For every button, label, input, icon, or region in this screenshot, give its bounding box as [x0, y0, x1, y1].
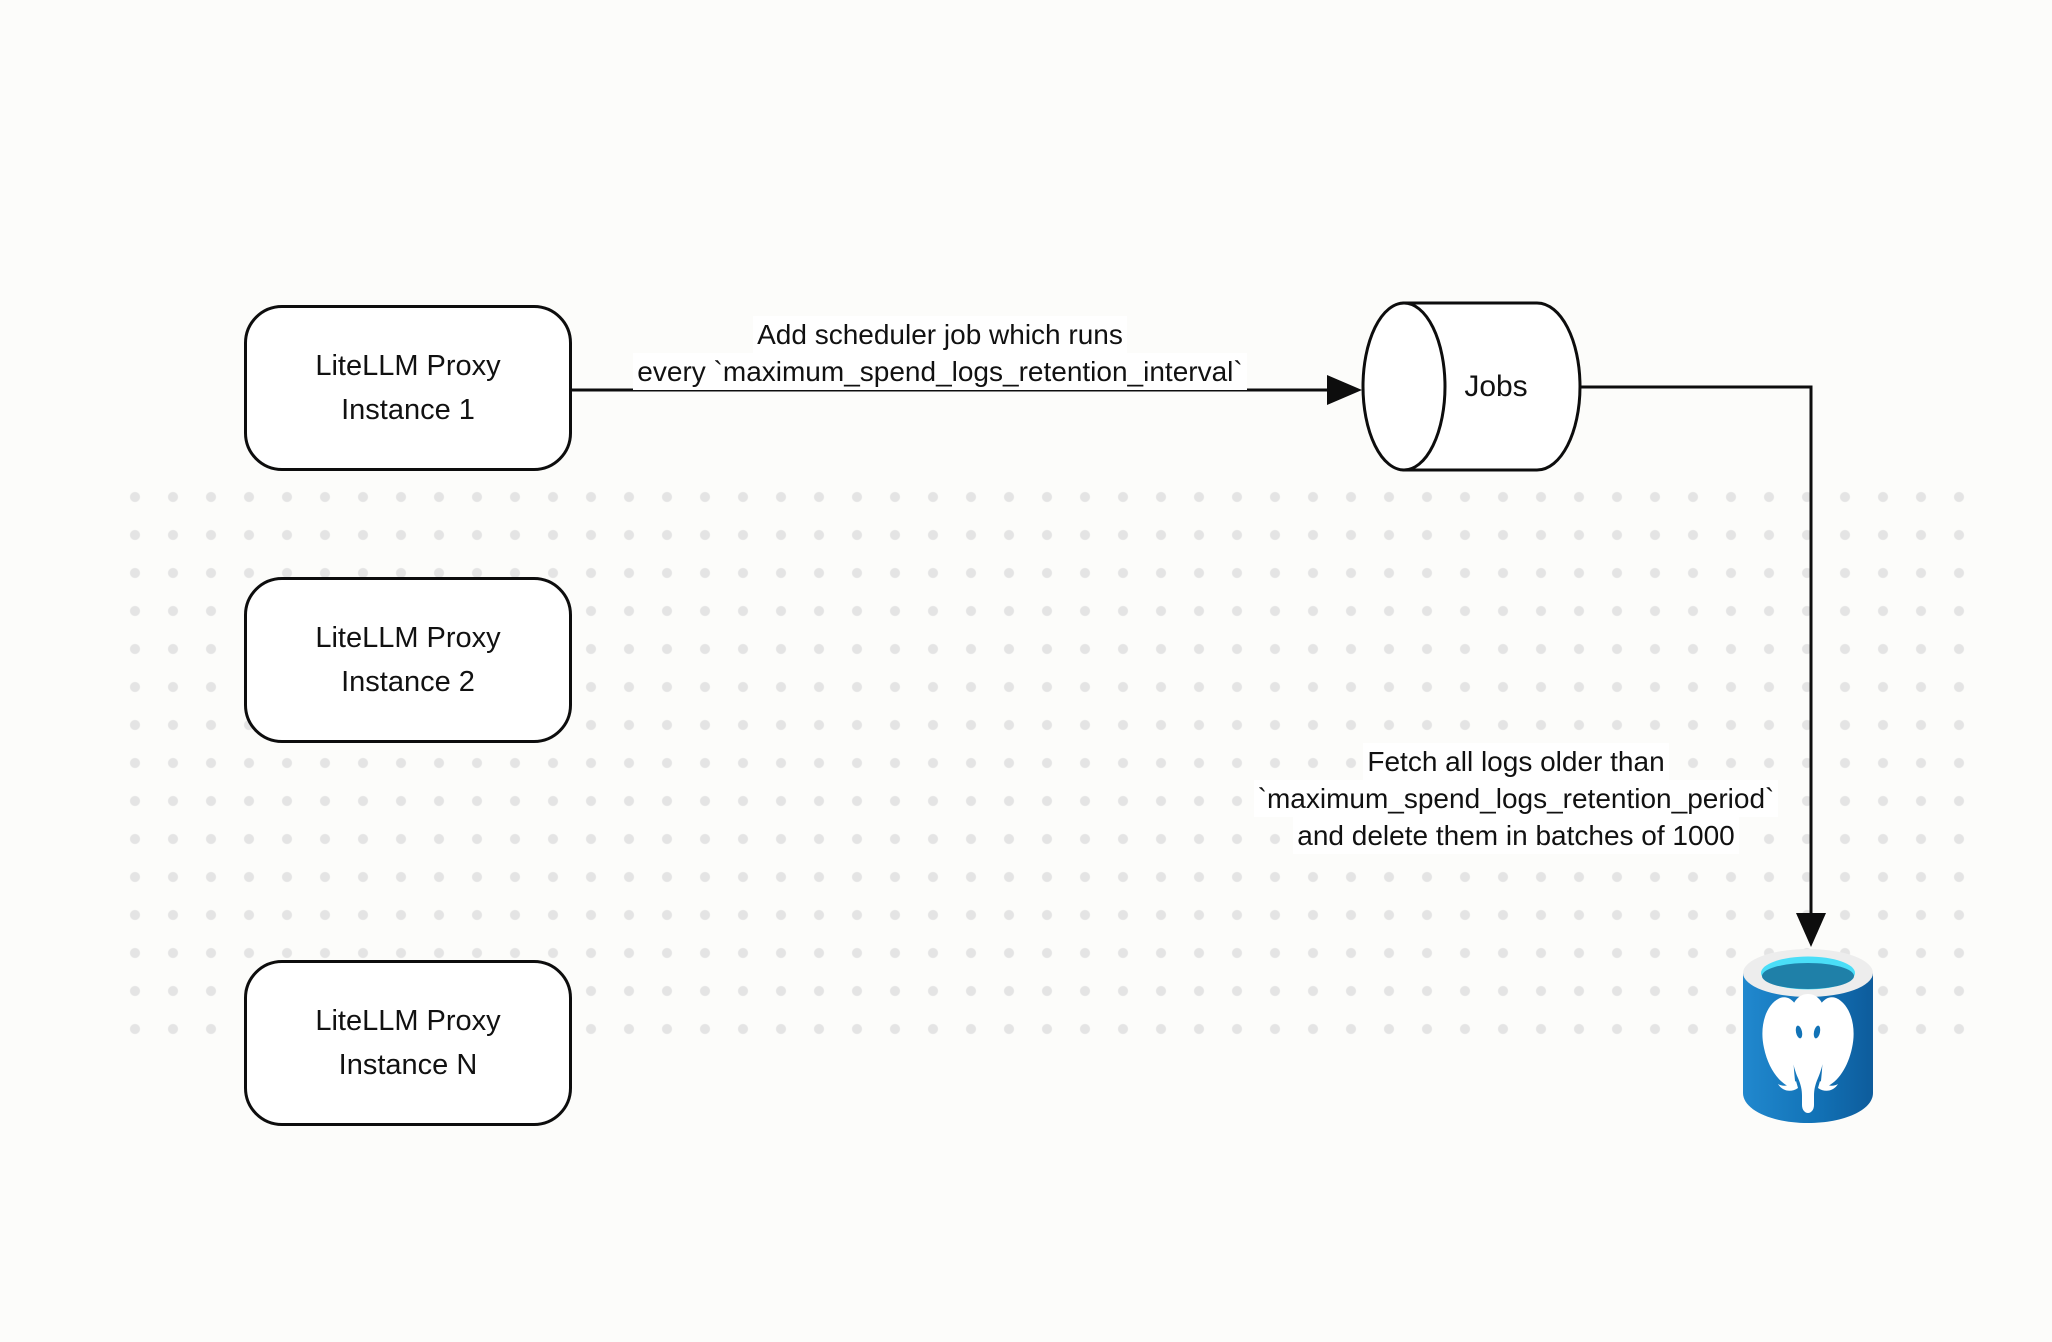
node-label-line: Instance N	[338, 1049, 478, 1081]
edge-label-add-scheduler-job: Add scheduler job which runs every `maxi…	[540, 316, 1340, 390]
node-litellm-proxy-instance-1: LiteLLM Proxy Instance 1	[244, 305, 572, 471]
edge-label-line: Fetch all logs older than	[1363, 743, 1669, 780]
node-litellm-proxy-instance-2: LiteLLM Proxy Instance 2	[244, 577, 572, 743]
node-label-line: LiteLLM Proxy	[315, 622, 501, 654]
node-jobs-label: Jobs	[1464, 370, 1528, 403]
edge-label-fetch-and-delete: Fetch all logs older than `maximum_spend…	[1216, 743, 1816, 854]
node-label-line: Instance 2	[341, 666, 475, 698]
postgresql-icon	[1743, 949, 1873, 1123]
postgres-elephant	[1762, 994, 1854, 1113]
edge-label-line: and delete them in batches of 1000	[1293, 817, 1739, 854]
node-label-line: LiteLLM Proxy	[315, 1005, 501, 1037]
edge-label-line: every `maximum_spend_logs_retention_inte…	[633, 353, 1247, 390]
node-litellm-proxy-instance-n: LiteLLM Proxy Instance N	[244, 960, 572, 1126]
edge-label-line: Add scheduler job which runs	[753, 316, 1127, 353]
node-label-line: LiteLLM Proxy	[315, 350, 501, 382]
arrow-instance1-to-jobs	[572, 375, 1362, 405]
edge-label-line: `maximum_spend_logs_retention_period`	[1253, 780, 1779, 817]
arrow-jobs-to-database	[1580, 385, 1826, 947]
node-label-line: Instance 1	[341, 394, 475, 426]
jobs-queue-cylinder	[1361, 301, 1582, 472]
